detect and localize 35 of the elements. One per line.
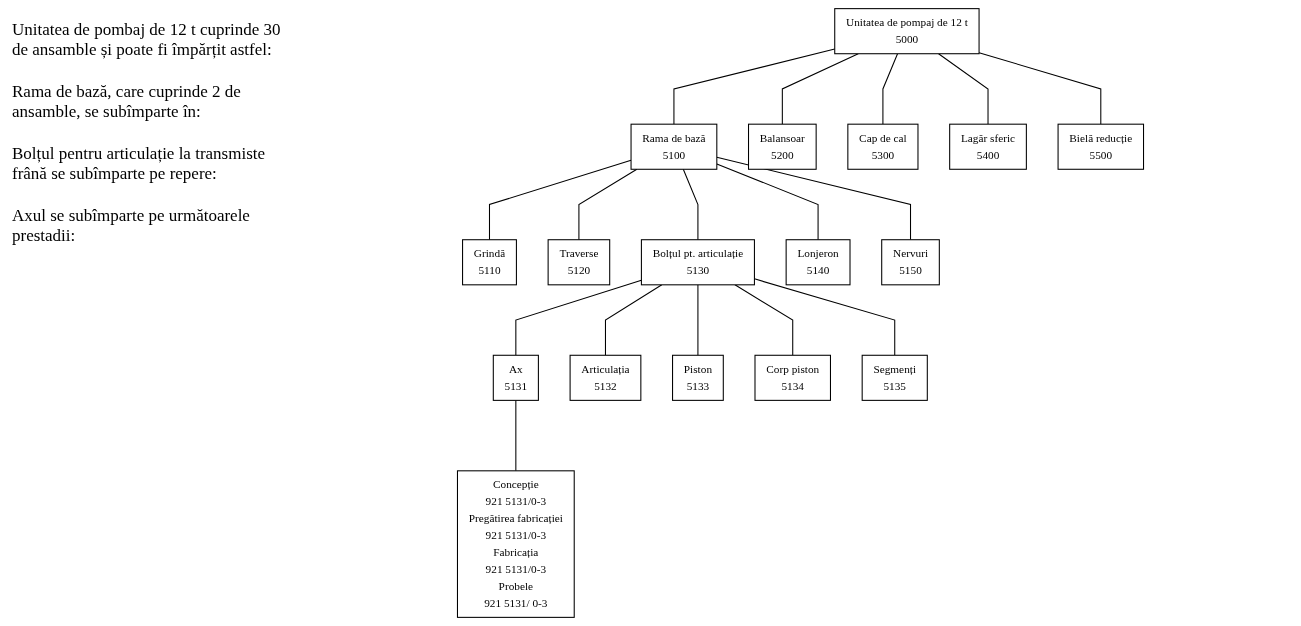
node-box: Piston 5133	[672, 354, 724, 401]
node-box: Unitatea de pompaj de 12 t 5000	[834, 8, 980, 55]
node-box: Grindă 5110	[462, 239, 517, 286]
connector	[682, 168, 699, 241]
connector	[781, 53, 859, 125]
node-box: Nervuri 5150	[881, 239, 940, 286]
node-box: Traverse 5120	[547, 239, 611, 286]
node-box: Bielă reducție 5500	[1057, 123, 1145, 170]
note-text: Bolțul pentru articulație la transmiste frână se subîmparte pe repere:	[12, 144, 267, 184]
note-text: Rama de bază, care cuprinde 2 de ansamble, se subîmparte în:	[12, 82, 242, 122]
connector	[515, 399, 517, 472]
connector	[716, 156, 912, 241]
connector	[978, 52, 1102, 125]
connector	[697, 284, 699, 356]
node-box: Lonjeron 5140	[785, 239, 851, 286]
note-text: Unitatea de pombaj de 12 t cuprinde 30 de ansamble și poate fi împărțit astfel:	[12, 20, 282, 60]
node-box: Concepție 921 5131/0-3 Pregătirea fabricației 921 5131/0-3 Fabricația 921 5131/0-3 Probele 921 5131/ 0-3	[456, 470, 575, 618]
node-box: Cap de cal 5300	[847, 123, 919, 170]
node-box: Bolțul pt. articulație 5130	[640, 239, 755, 286]
note-text: Axul se subîmparte pe următoarele prestadii:	[12, 206, 251, 246]
connector	[604, 284, 663, 356]
connector	[734, 284, 794, 356]
node-box: Ax 5131	[492, 354, 539, 401]
connector	[882, 53, 899, 125]
connector	[938, 53, 989, 125]
node-box: Balansoar 5200	[748, 123, 817, 170]
connector	[515, 279, 642, 356]
connector	[578, 168, 638, 241]
connector	[488, 159, 632, 241]
node-box: Articulația 5132	[569, 354, 642, 401]
connector	[716, 163, 819, 241]
node-box: Segmenți 5135	[861, 354, 928, 401]
node-box: Rama de bază 5100	[630, 123, 718, 170]
node-box: Corp piston 5134	[754, 354, 831, 401]
node-box: Lagăr sferic 5400	[949, 123, 1027, 170]
